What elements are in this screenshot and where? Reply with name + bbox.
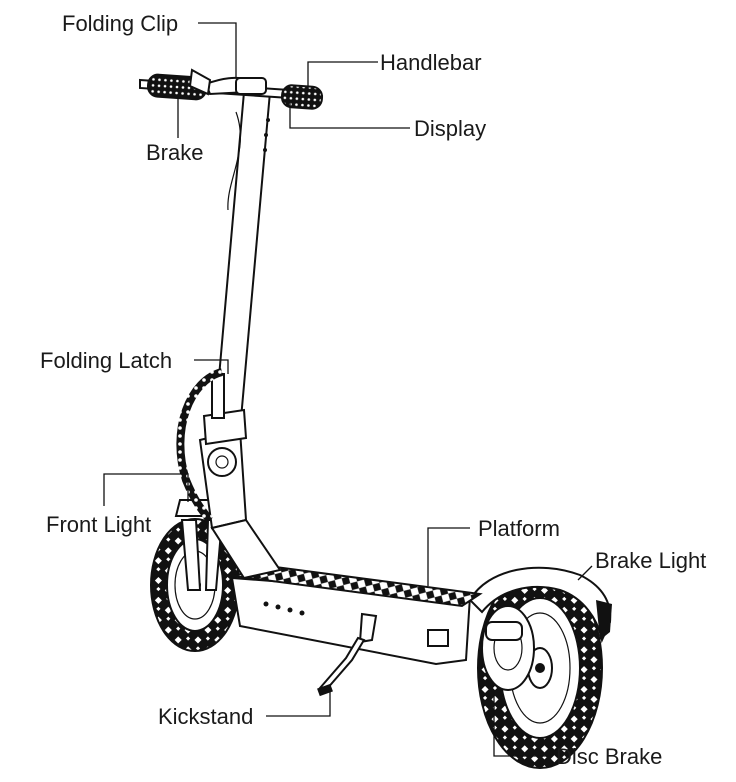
label-folding-clip: Folding Clip xyxy=(62,11,178,36)
label-brake: Brake xyxy=(146,140,203,165)
kickstand-shape xyxy=(317,612,378,697)
label-platform: Platform xyxy=(478,516,560,541)
label-front-light: Front Light xyxy=(46,512,151,537)
label-disc-brake: Disc Brake xyxy=(556,744,662,769)
front-fork xyxy=(180,519,202,591)
label-kickstand: Kickstand xyxy=(158,704,253,729)
label-brake-light: Brake Light xyxy=(595,548,706,573)
disc-brake-shape xyxy=(481,605,535,691)
brake-light-shape xyxy=(596,600,612,640)
label-display: Display xyxy=(414,116,486,141)
brake-cable xyxy=(176,368,224,523)
scooter-illustration xyxy=(139,68,612,769)
label-folding-latch: Folding Latch xyxy=(40,348,172,373)
down-tube xyxy=(210,518,282,580)
label-handlebar: Handlebar xyxy=(380,50,482,75)
leader-lines xyxy=(103,22,593,757)
handlebar-shape xyxy=(139,68,324,110)
labels: Folding Clip Handlebar Brake Display Fol… xyxy=(40,11,706,769)
